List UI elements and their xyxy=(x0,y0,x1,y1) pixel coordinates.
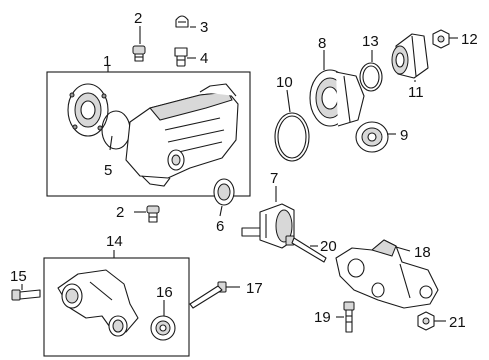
part-15-bolt[interactable] xyxy=(11,289,41,301)
part-21-nut[interactable] xyxy=(417,311,435,331)
callout-9: 9 xyxy=(400,127,408,144)
part-13-snap-ring[interactable] xyxy=(359,62,383,92)
callout-2-top: 2 xyxy=(134,10,142,27)
callout-21: 21 xyxy=(449,314,466,331)
leader-lines xyxy=(21,26,458,322)
callout-2-bottom: 2 xyxy=(116,204,124,221)
part-4-breather[interactable] xyxy=(174,47,188,67)
part-1-differential-housing[interactable] xyxy=(67,83,239,187)
callout-14: 14 xyxy=(106,233,123,250)
callout-18: 18 xyxy=(414,244,431,261)
callout-11: 11 xyxy=(408,84,424,101)
callout-20: 20 xyxy=(320,238,337,255)
callout-5: 5 xyxy=(104,162,112,179)
callout-8: 8 xyxy=(318,35,326,52)
part-11-shaft-housing[interactable] xyxy=(391,33,429,79)
callout-17: 17 xyxy=(246,280,263,297)
callout-12: 12 xyxy=(461,31,478,48)
part-12-nut[interactable] xyxy=(432,29,450,49)
callout-1: 1 xyxy=(103,53,111,70)
part-2-drain-plug-top[interactable] xyxy=(132,45,146,62)
assembly-14-frame xyxy=(43,257,190,357)
part-8-bearing-unit[interactable] xyxy=(309,69,365,127)
part-14-carrier-arm[interactable] xyxy=(57,269,139,337)
part-19-bolt[interactable] xyxy=(343,301,355,333)
callout-15: 15 xyxy=(10,268,27,285)
part-6-seal[interactable] xyxy=(213,178,235,206)
part-16-bushing[interactable] xyxy=(150,315,176,341)
part-9-bushing[interactable] xyxy=(355,121,389,153)
callout-13: 13 xyxy=(362,33,379,50)
callout-6: 6 xyxy=(216,218,224,235)
callout-19: 19 xyxy=(314,309,331,326)
part-10-o-ring[interactable] xyxy=(274,112,310,162)
part-3-vent-cap[interactable] xyxy=(175,15,189,28)
part-2-drain-plug-bottom[interactable] xyxy=(146,205,160,223)
part-20-bolt[interactable] xyxy=(285,235,327,263)
assembly-1-frame xyxy=(46,71,251,197)
callout-10: 10 xyxy=(276,74,293,91)
part-18-mount-bracket[interactable] xyxy=(335,239,439,309)
callout-3: 3 xyxy=(200,19,208,36)
callout-7: 7 xyxy=(270,170,278,187)
callout-16: 16 xyxy=(156,284,173,301)
part-17-bolt[interactable] xyxy=(189,281,227,309)
callout-4: 4 xyxy=(200,50,208,67)
